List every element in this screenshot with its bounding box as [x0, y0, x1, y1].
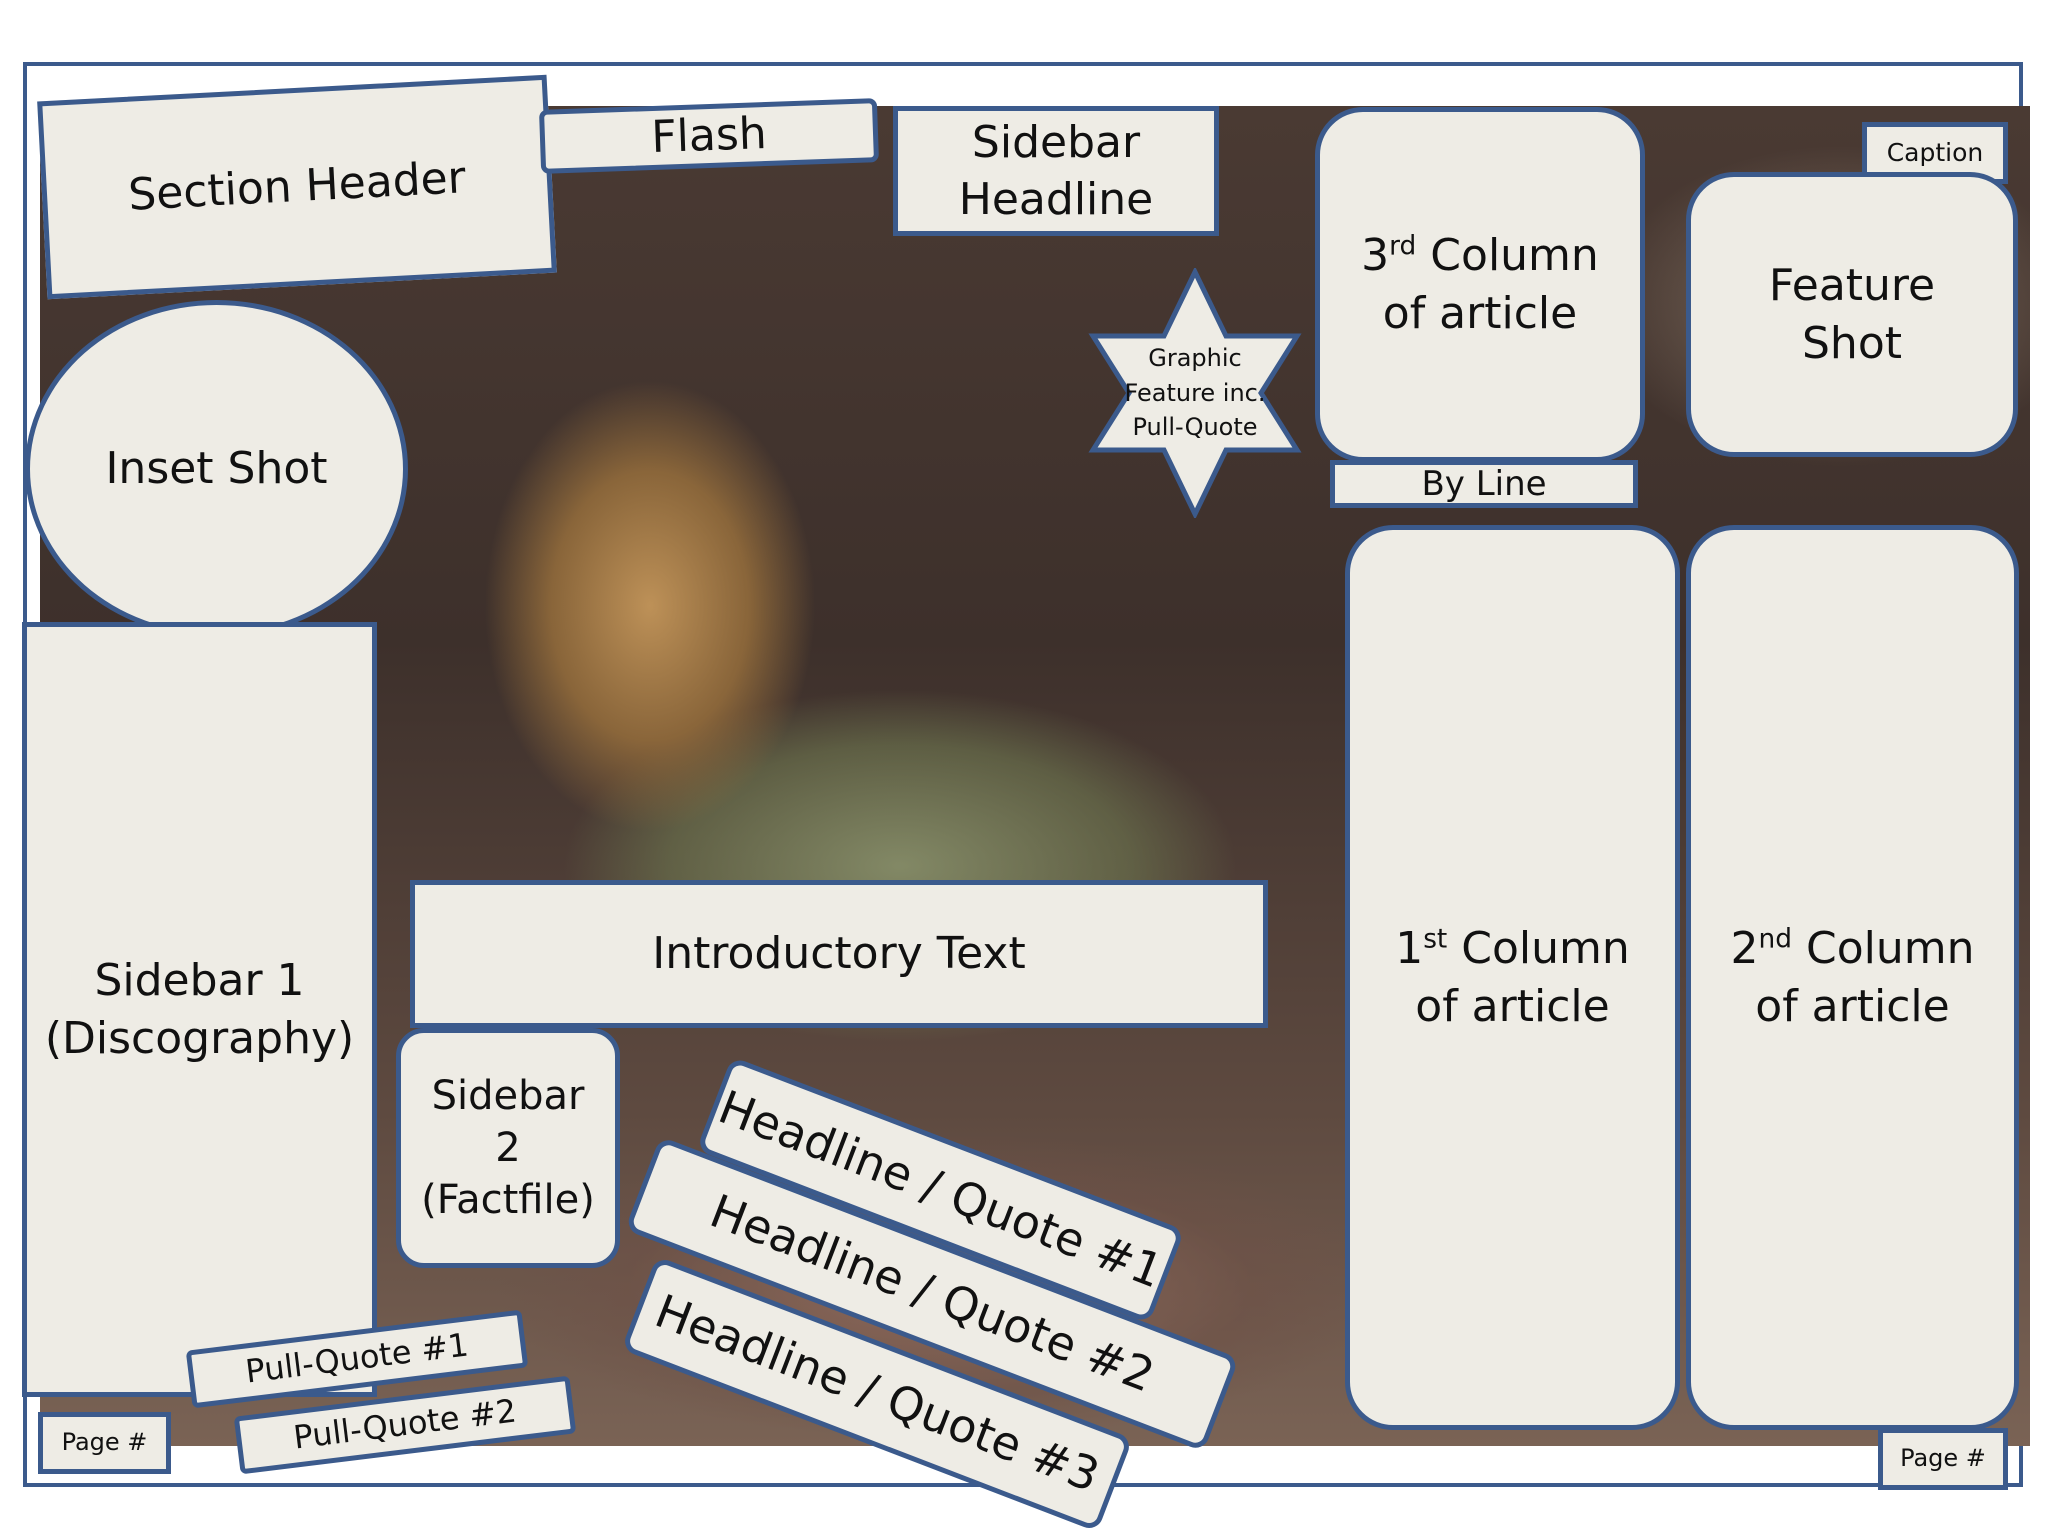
column-1-box: 1st Column of article: [1345, 525, 1680, 1430]
by-line-box: By Line: [1330, 460, 1638, 508]
introductory-text-box: Introductory Text: [410, 880, 1268, 1028]
section-header-label: Section Header: [127, 152, 467, 222]
graphic-feature-star: [1088, 268, 1302, 518]
graphic-feature-label: Graphic Feature inc. Pull-Quote: [1124, 343, 1266, 442]
column-2-box: 2nd Column of article: [1686, 525, 2019, 1430]
sidebar-headline-box: Sidebar Headline: [893, 106, 1219, 236]
page-number-right-label: Page #: [1900, 1444, 1986, 1473]
section-header-box: Section Header: [37, 74, 557, 300]
feature-shot-label: Feature Shot: [1768, 260, 1936, 369]
page-number-left-box: Page #: [38, 1412, 171, 1474]
sidebar-2-box: Sidebar 2 (Factfile): [396, 1028, 620, 1268]
column-1-label: 1st Column of article: [1395, 923, 1630, 1032]
caption-label: Caption: [1886, 137, 1984, 167]
column-3-box: 3rd Column of article: [1315, 107, 1645, 462]
sidebar-2-label: Sidebar 2 (Factfile): [421, 1073, 595, 1223]
inset-shot-ellipse: Inset Shot: [25, 300, 408, 638]
sidebar-1-label: Sidebar 1 (Discography): [44, 955, 355, 1064]
sidebar-headline-label: Sidebar Headline: [958, 116, 1154, 225]
by-line-label: By Line: [1421, 463, 1547, 504]
column-2-label: 2nd Column of article: [1730, 923, 1975, 1032]
inset-shot-label: Inset Shot: [105, 443, 328, 495]
feature-shot-box: Feature Shot: [1686, 172, 2018, 457]
sidebar-1-box: Sidebar 1 (Discography): [22, 622, 377, 1397]
page-number-left-label: Page #: [61, 1428, 148, 1457]
column-3-label: 3rd Column of article: [1361, 230, 1599, 339]
page-number-right-box: Page #: [1878, 1428, 2008, 1490]
flash-label: Flash: [650, 108, 768, 164]
introductory-text-label: Introductory Text: [652, 928, 1026, 980]
flash-box: Flash: [538, 98, 880, 174]
